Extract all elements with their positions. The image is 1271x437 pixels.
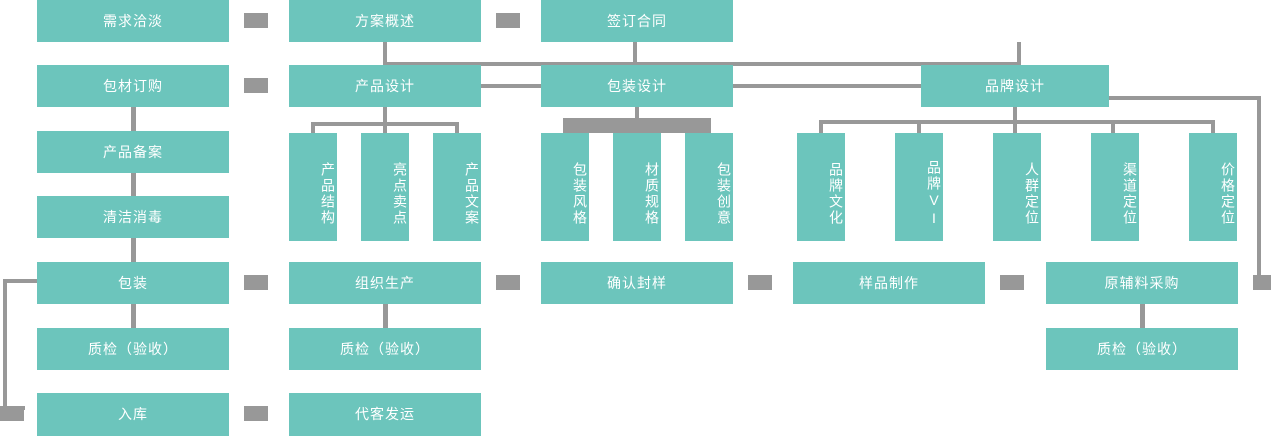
- flow-node[interactable]: 方案概述: [289, 0, 481, 42]
- connector-line: [1017, 42, 1021, 65]
- connector-chip: [748, 275, 772, 290]
- connector-line: [131, 238, 136, 262]
- flow-node[interactable]: 包装创意: [685, 133, 733, 241]
- flow-node[interactable]: 产品设计: [289, 65, 481, 107]
- connector-line: [383, 62, 1021, 66]
- connector-line: [633, 42, 637, 64]
- flow-node[interactable]: 包装设计: [541, 65, 733, 107]
- flow-node[interactable]: 组织生产: [289, 262, 481, 304]
- connector-line: [481, 84, 541, 88]
- connector-line: [819, 120, 823, 135]
- flow-node[interactable]: 质检（验收）: [37, 328, 229, 370]
- connector-line: [917, 120, 921, 135]
- flow-node[interactable]: 入库: [37, 393, 229, 436]
- connector-line: [1111, 120, 1115, 135]
- connector-chip: [1000, 275, 1024, 290]
- connector-line: [131, 304, 136, 328]
- flow-node[interactable]: 人群定位: [993, 133, 1041, 241]
- flow-node[interactable]: 清洁消毒: [37, 196, 229, 238]
- connector-line: [383, 42, 387, 65]
- flow-node[interactable]: 确认封样: [541, 262, 733, 304]
- connector-line: [733, 84, 921, 88]
- connector-line: [819, 120, 1215, 124]
- flow-node[interactable]: 需求洽淡: [37, 0, 229, 42]
- flow-node[interactable]: 包装风格: [541, 133, 589, 241]
- connector-chip: [244, 13, 268, 28]
- connector-line: [383, 122, 387, 135]
- connector-line: [1013, 107, 1017, 122]
- connector-line: [1109, 96, 1261, 100]
- flow-node[interactable]: 产品结构: [289, 133, 337, 241]
- connector-line: [383, 304, 388, 328]
- flow-node[interactable]: 产品备案: [37, 131, 229, 173]
- flow-node[interactable]: 签订合同: [541, 0, 733, 42]
- connector-line: [3, 279, 37, 283]
- flow-node[interactable]: 品牌文化: [797, 133, 845, 241]
- connector-chip: [0, 406, 24, 421]
- connector-line: [383, 107, 387, 124]
- flow-node[interactable]: 样品制作: [793, 262, 985, 304]
- flow-node[interactable]: 品牌VI: [895, 133, 943, 241]
- flow-node[interactable]: 原辅料采购: [1046, 262, 1238, 304]
- flow-node[interactable]: 品牌设计: [921, 65, 1109, 107]
- connector-line: [1013, 120, 1017, 135]
- connector-line: [455, 122, 459, 135]
- flow-node[interactable]: 包材订购: [37, 65, 229, 107]
- connector-line: [131, 173, 136, 196]
- connector-chip: [244, 78, 268, 93]
- connector-chip: [1253, 275, 1271, 290]
- flow-node[interactable]: 质检（验收）: [1046, 328, 1238, 370]
- flow-node[interactable]: 代客发运: [289, 393, 481, 436]
- connector-chip: [496, 13, 520, 28]
- flow-node[interactable]: 亮点卖点: [361, 133, 409, 241]
- connector-chip: [496, 275, 520, 290]
- flow-node[interactable]: 产品文案: [433, 133, 481, 241]
- flow-node[interactable]: 包装: [37, 262, 229, 304]
- connector-line: [635, 107, 639, 120]
- connector-chip: [244, 275, 268, 290]
- connector-line: [1257, 96, 1261, 279]
- flow-node[interactable]: 质检（验收）: [289, 328, 481, 370]
- connector-chip: [563, 118, 711, 133]
- connector-chip: [244, 406, 268, 421]
- connector-line: [311, 122, 315, 135]
- connector-line: [3, 279, 7, 410]
- connector-line: [1211, 120, 1215, 135]
- flow-node[interactable]: 价格定位: [1189, 133, 1237, 241]
- flow-node[interactable]: 渠道定位: [1091, 133, 1139, 241]
- flow-node[interactable]: 材质规格: [613, 133, 661, 241]
- connector-line: [131, 107, 136, 131]
- connector-line: [1140, 304, 1145, 328]
